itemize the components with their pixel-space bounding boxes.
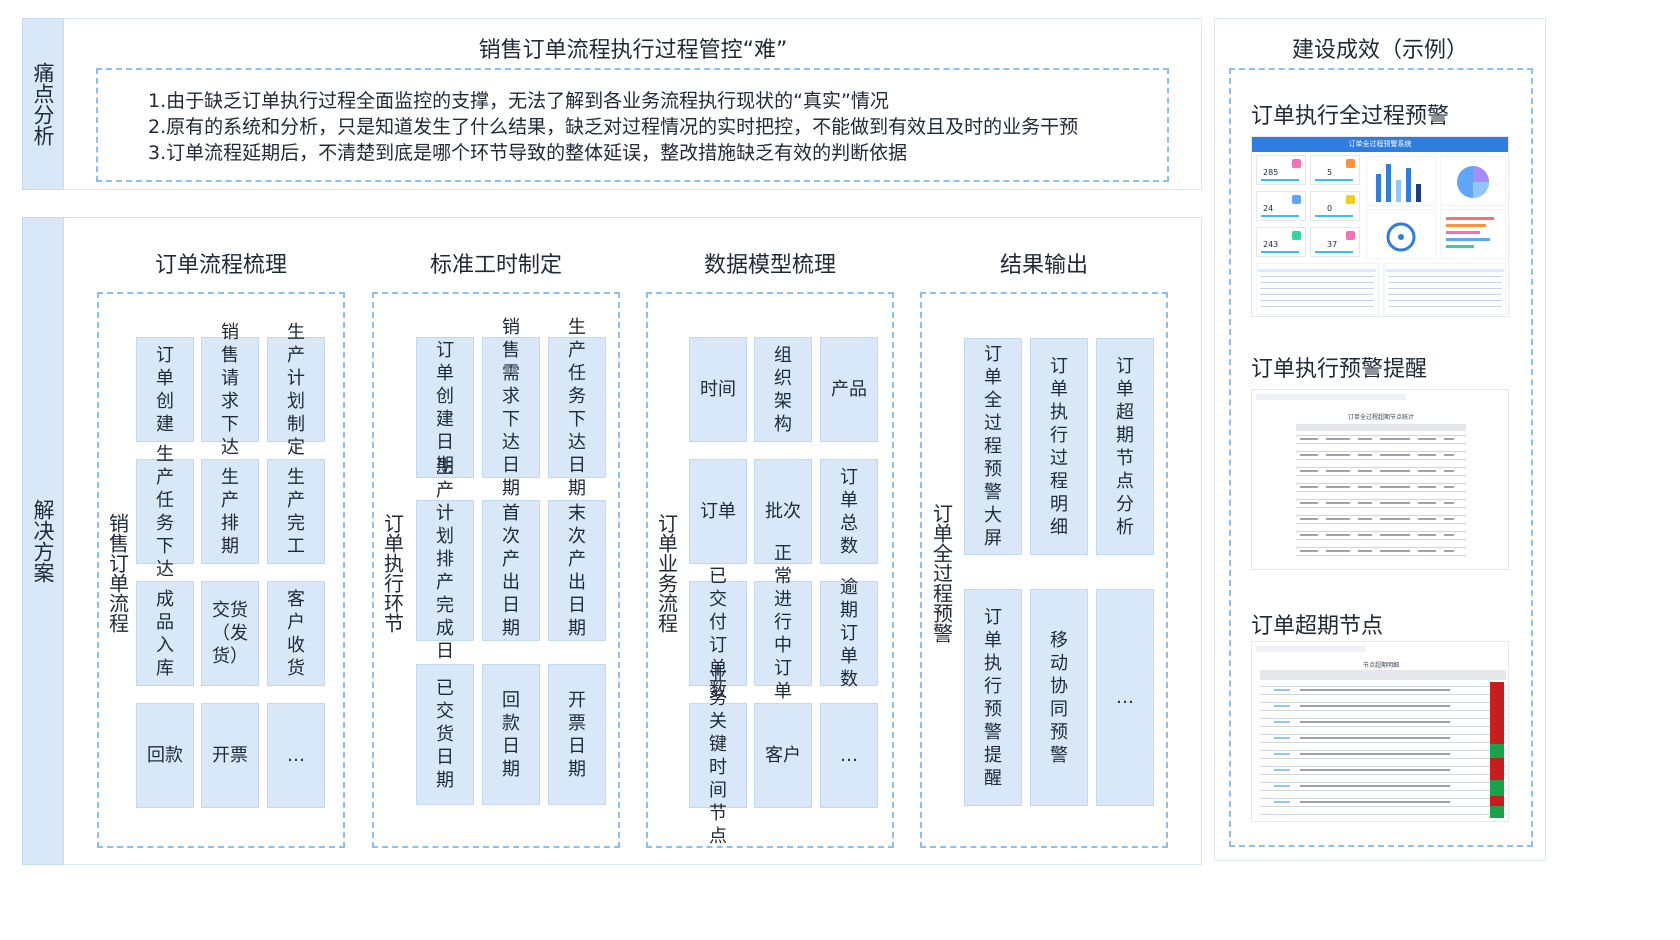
thumb-filter-bar [1256,394,1406,400]
mini-report-table [1296,424,1466,556]
group-box-standard-hours [372,292,620,848]
thumb-filter-bar-2 [1256,646,1366,652]
group-title-standard-hours: 标准工时制定 [429,253,562,278]
mini-bar-chart [1366,156,1436,206]
cell-overdue-orders: 逾期订单数 [820,577,878,690]
group-label-output: 订单全过程预警 [929,503,954,643]
pain-lines: 1.由于缺乏订单执行过程全面监控的支撑，无法了解到各业务流程执行现状的“真实”情… [148,88,1078,166]
cell-production-task: 生产任务下达 [136,444,194,580]
cell-first-output-date: 首次产出日期 [482,500,540,641]
cell-key-time-nodes: 业务关键时间节点 [689,665,747,847]
group-box-order-flow [97,292,345,848]
cell-delivered-date: 已交货日期 [416,664,474,805]
mini-hbar-chart [1440,209,1506,259]
group-title-order-flow: 订单流程梳理 [154,253,287,278]
cell-payment-date: 回款日期 [482,664,540,805]
cell-mobile-warning: 移动协同预警 [1030,589,1088,806]
kpi-card: 243 [1256,227,1306,257]
solution-side-label: 解决方案 [22,217,64,865]
mini-overdue-table [1260,670,1506,818]
mini-gauge [1366,209,1436,259]
mini-tables [1256,263,1506,315]
achievement-item-title-3: 订单超期节点 [1251,614,1384,639]
cell-invoice-date: 开票日期 [548,664,606,805]
dashboard-thumbnail: 订单全过程预警系统 285 5 24 0 243 37 [1251,136,1509,317]
pain-side-label: 痛点分析 [22,18,64,190]
group-box-data-model [646,292,894,848]
cell-warning-reminder: 订单执行预警提醒 [964,589,1022,806]
group-label-order-flow: 销售订单流程 [105,513,130,633]
cell-batch: 批次 [754,459,812,564]
group-box-output [920,292,1168,848]
kpi-grid: 285 5 24 0 243 37 [1256,155,1362,257]
cell-more-1: … [267,703,325,808]
pain-line-2: 2.原有的系统和分析，只是知道发生了什么结果，缺乏对过程情况的实时把控，不能做到… [148,116,1079,138]
cell-customer-receipt: 客户收货 [267,581,325,686]
cell-overdue-analysis: 订单超期节点分析 [1096,338,1154,555]
thumb-header: 订单全过程预警系统 [1252,137,1508,152]
kpi-card: 0 [1310,191,1360,221]
cell-process-detail: 订单执行过程明细 [1030,338,1088,555]
overdue-nodes-thumbnail: 节点超期明细 [1251,641,1509,822]
group-title-output: 结果输出 [999,253,1088,278]
cell-order-total: 订单总数 [820,459,878,564]
cell-production-plan: 生产计划制定 [267,322,325,458]
cell-customer: 客户 [754,703,812,808]
cell-payment: 回款 [136,703,194,808]
cell-delivered-orders: 已交付订单数 [689,566,747,702]
achievement-item-title-2: 订单执行预警提醒 [1251,357,1428,382]
pain-line-3: 3.订单流程延期后，不清楚到底是哪个环节导致的整体延误，整改措施缺乏有效的判断依… [148,142,908,164]
group-label-data-model: 订单业务流程 [654,513,679,633]
group-title-data-model: 数据模型梳理 [703,253,836,278]
cell-warehousing: 成品入库 [136,581,194,686]
achievement-item-title-1: 订单执行全过程预警 [1251,104,1450,129]
mini-pie-chart [1440,156,1506,206]
cell-ongoing-orders: 正常进行中订单数 [754,543,812,725]
cell-sales-demand-date: 销售需求下达日期 [482,317,540,499]
cell-time: 时间 [689,337,747,442]
pain-dashed-box [96,68,1169,182]
kpi-card: 5 [1310,155,1360,185]
thumb-report-header: 订单全过程超期节点统计 [1347,414,1414,421]
pain-panel [22,18,1202,190]
cell-more-2: … [820,703,878,808]
cell-org: 组织架构 [754,337,812,442]
cell-dashboard: 订单全过程预警大屏 [964,338,1022,555]
thumb-overdue-header: 节点超期明细 [1362,662,1399,669]
warning-report-thumbnail: 订单全过程超期节点统计 [1251,389,1509,570]
cell-sales-request: 销售请求下达 [201,322,259,458]
cell-invoice: 开票 [201,703,259,808]
cell-order: 订单 [689,459,747,564]
cell-product: 产品 [820,337,878,442]
kpi-card: 285 [1256,155,1306,185]
cell-production-done: 生产完工 [267,459,325,564]
cell-delivery: 交货（发货） [201,581,259,686]
achievement-title: 建设成效（示例） [1291,38,1468,63]
cell-production-schedule: 生产排期 [201,459,259,564]
cell-more-3: … [1096,589,1154,806]
pain-line-1: 1.由于缺乏订单执行过程全面监控的支撑，无法了解到各业务流程执行现状的“真实”情… [148,90,889,112]
cell-plan-complete-date: 生产计划排产完成日期 [416,457,474,685]
cell-last-output-date: 末次产出日期 [548,500,606,641]
achievement-dashed-box [1229,68,1533,847]
cell-order-create-date: 订单创建日期 [416,337,474,478]
kpi-card: 37 [1310,227,1360,257]
kpi-card: 24 [1256,191,1306,221]
group-label-standard-hours: 订单执行环节 [380,513,405,633]
cell-order-create: 订单创建 [136,337,194,442]
cell-task-issue-date: 生产任务下达日期 [548,317,606,499]
pain-title: 销售订单流程执行过程管控“难” [478,38,788,63]
